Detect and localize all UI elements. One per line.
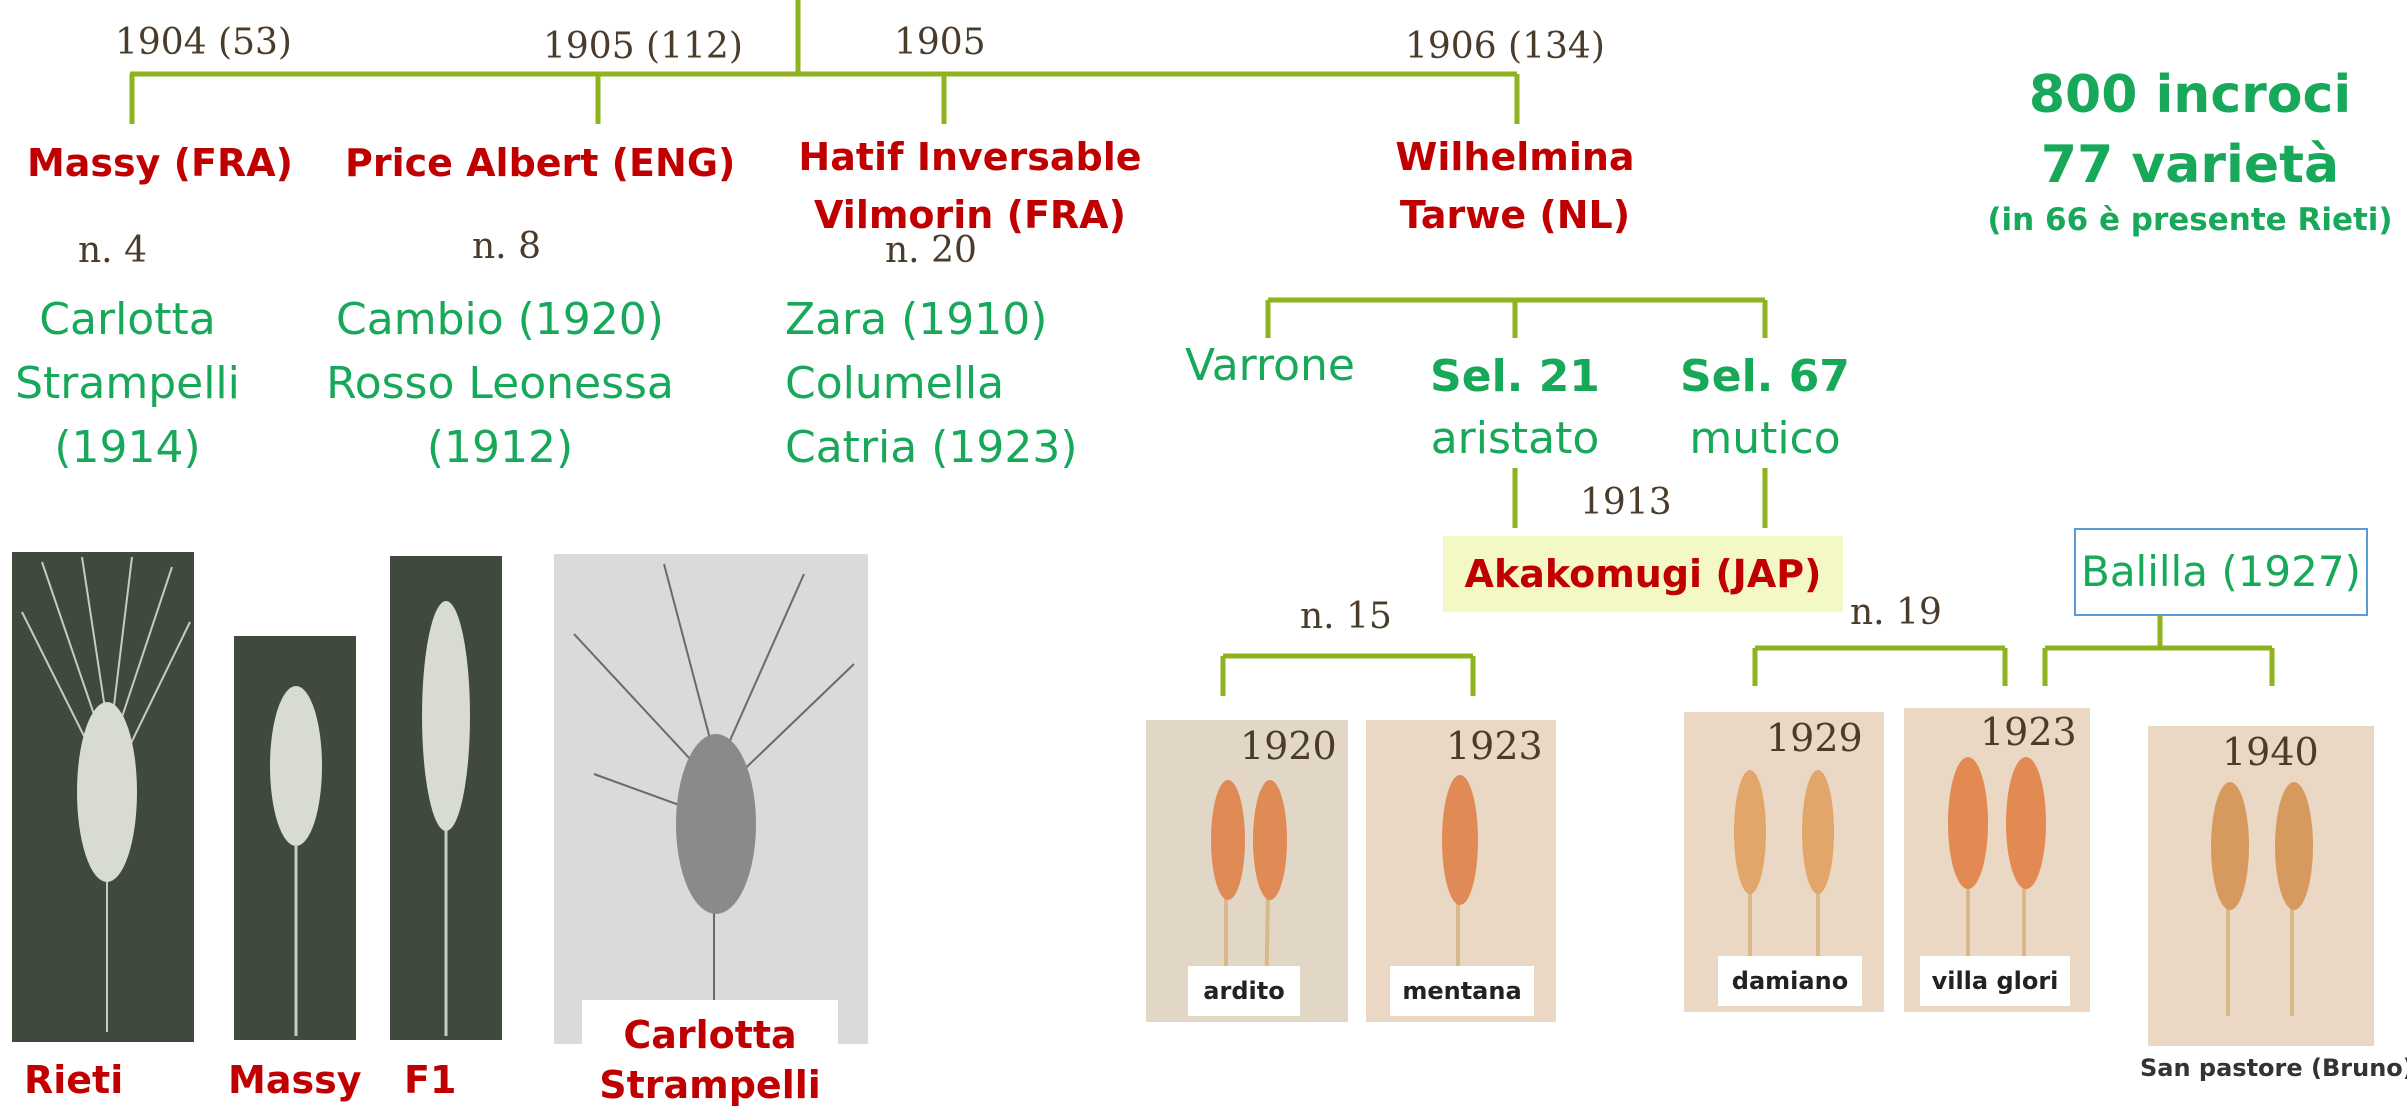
photo-label-f1: F1 (404, 1058, 456, 1102)
wheat-ear-icon (2148, 726, 2374, 1046)
photo-tag-villa-glori: villa glori (1920, 956, 2070, 1006)
parent-price-albert: Price Albert (ENG) (345, 134, 735, 192)
variety-line: (1912) (310, 416, 690, 480)
selection-sel-21: Sel. 21 aristato (1395, 346, 1635, 470)
totals-varieties: 77 varietà (1980, 132, 2400, 198)
group-count-n15: n. 15 (1300, 596, 1392, 637)
cross-number-hatif: n. 20 (885, 230, 977, 271)
photo-label-rieti: Rieti (24, 1058, 123, 1102)
year-label-wilhelmina: 1906 (134) (1405, 26, 1605, 67)
parent-wilhelmina-line1: Wilhelmina (1380, 128, 1650, 186)
year-label-price-albert: 1905 (112) (543, 26, 743, 67)
photo-label-carlotta-line2: Strampelli (582, 1060, 838, 1110)
year-label-massy: 1904 (53) (115, 22, 292, 63)
variety-line: (1914) (5, 416, 250, 480)
cross-number-price-albert: n. 8 (472, 226, 541, 267)
photo-tag-ardito: ardito (1188, 966, 1300, 1016)
totals-block: 800 incroci 77 varietà (in 66 è presente… (1980, 58, 2400, 242)
photo-tag-mentana: mentana (1390, 966, 1534, 1016)
photo-year-damiano: 1929 (1766, 716, 1863, 760)
selection-varrone: Varrone (1170, 334, 1370, 398)
selection-sel-21-type: aristato (1395, 408, 1635, 470)
wheat-ear-icon (12, 552, 194, 1042)
photo-san-pastore (2148, 726, 2374, 1046)
photo-caption-san-pastore: San pastore (Bruno) (2140, 1054, 2407, 1082)
variety-line: Columella (785, 352, 1105, 416)
group-count-n19: n. 19 (1850, 592, 1942, 633)
photo-label-carlotta: Carlotta Strampelli (582, 1010, 838, 1110)
varieties-massy: Carlotta Strampelli (1914) (5, 288, 250, 480)
akakomugi-box: Akakomugi (JAP) (1443, 536, 1843, 612)
variety-line: Catria (1923) (785, 416, 1105, 480)
variety-line: Rosso Leonessa (310, 352, 690, 416)
parent-massy: Massy (FRA) (20, 134, 300, 192)
photo-year-ardito: 1920 (1240, 724, 1337, 768)
cross-number-massy: n. 4 (78, 230, 147, 271)
photo-carlotta-strampelli (554, 554, 868, 1044)
wheat-ear-icon (234, 636, 356, 1040)
photo-tag-damiano: damiano (1718, 956, 1862, 1006)
parent-wilhelmina: Wilhelmina Tarwe (NL) (1380, 128, 1650, 244)
varieties-price-albert: Cambio (1920) Rosso Leonessa (1912) (310, 288, 690, 480)
photo-label-carlotta-line1: Carlotta (582, 1010, 838, 1060)
selection-sel-67-title: Sel. 67 (1680, 351, 1850, 402)
photo-f1 (390, 556, 502, 1040)
varieties-hatif: Zara (1910) Columella Catria (1923) (785, 288, 1105, 480)
cross-year: 1913 (1580, 482, 1672, 523)
selection-sel-21-title: Sel. 21 (1430, 351, 1600, 402)
photo-year-san-pastore: 1940 (2222, 730, 2319, 774)
photo-year-villa-glori: 1923 (1980, 710, 2077, 754)
balilla-box: Balilla (1927) (2074, 528, 2368, 616)
variety-line: Carlotta (5, 288, 250, 352)
parent-hatif-inversable: Hatif Inversable Vilmorin (FRA) (780, 128, 1160, 244)
parent-hatif-line1: Hatif Inversable (780, 128, 1160, 186)
totals-crosses: 800 incroci (1980, 58, 2400, 132)
wheat-ear-icon (554, 554, 868, 1044)
photo-label-massy: Massy (228, 1058, 361, 1102)
variety-line: Cambio (1920) (310, 288, 690, 352)
photo-rieti (12, 552, 194, 1042)
selection-sel-67-type: mutico (1660, 408, 1870, 470)
variety-line: Zara (1910) (785, 288, 1105, 352)
selection-sel-67: Sel. 67 mutico (1660, 346, 1870, 470)
parent-wilhelmina-line2: Tarwe (NL) (1380, 186, 1650, 244)
year-label-hatif: 1905 (894, 22, 986, 63)
photo-year-mentana: 1923 (1446, 724, 1543, 768)
totals-note: (in 66 è presente Rieti) (1980, 198, 2400, 242)
wheat-ear-icon (390, 556, 502, 1040)
photo-massy (234, 636, 356, 1040)
variety-line: Strampelli (5, 352, 250, 416)
